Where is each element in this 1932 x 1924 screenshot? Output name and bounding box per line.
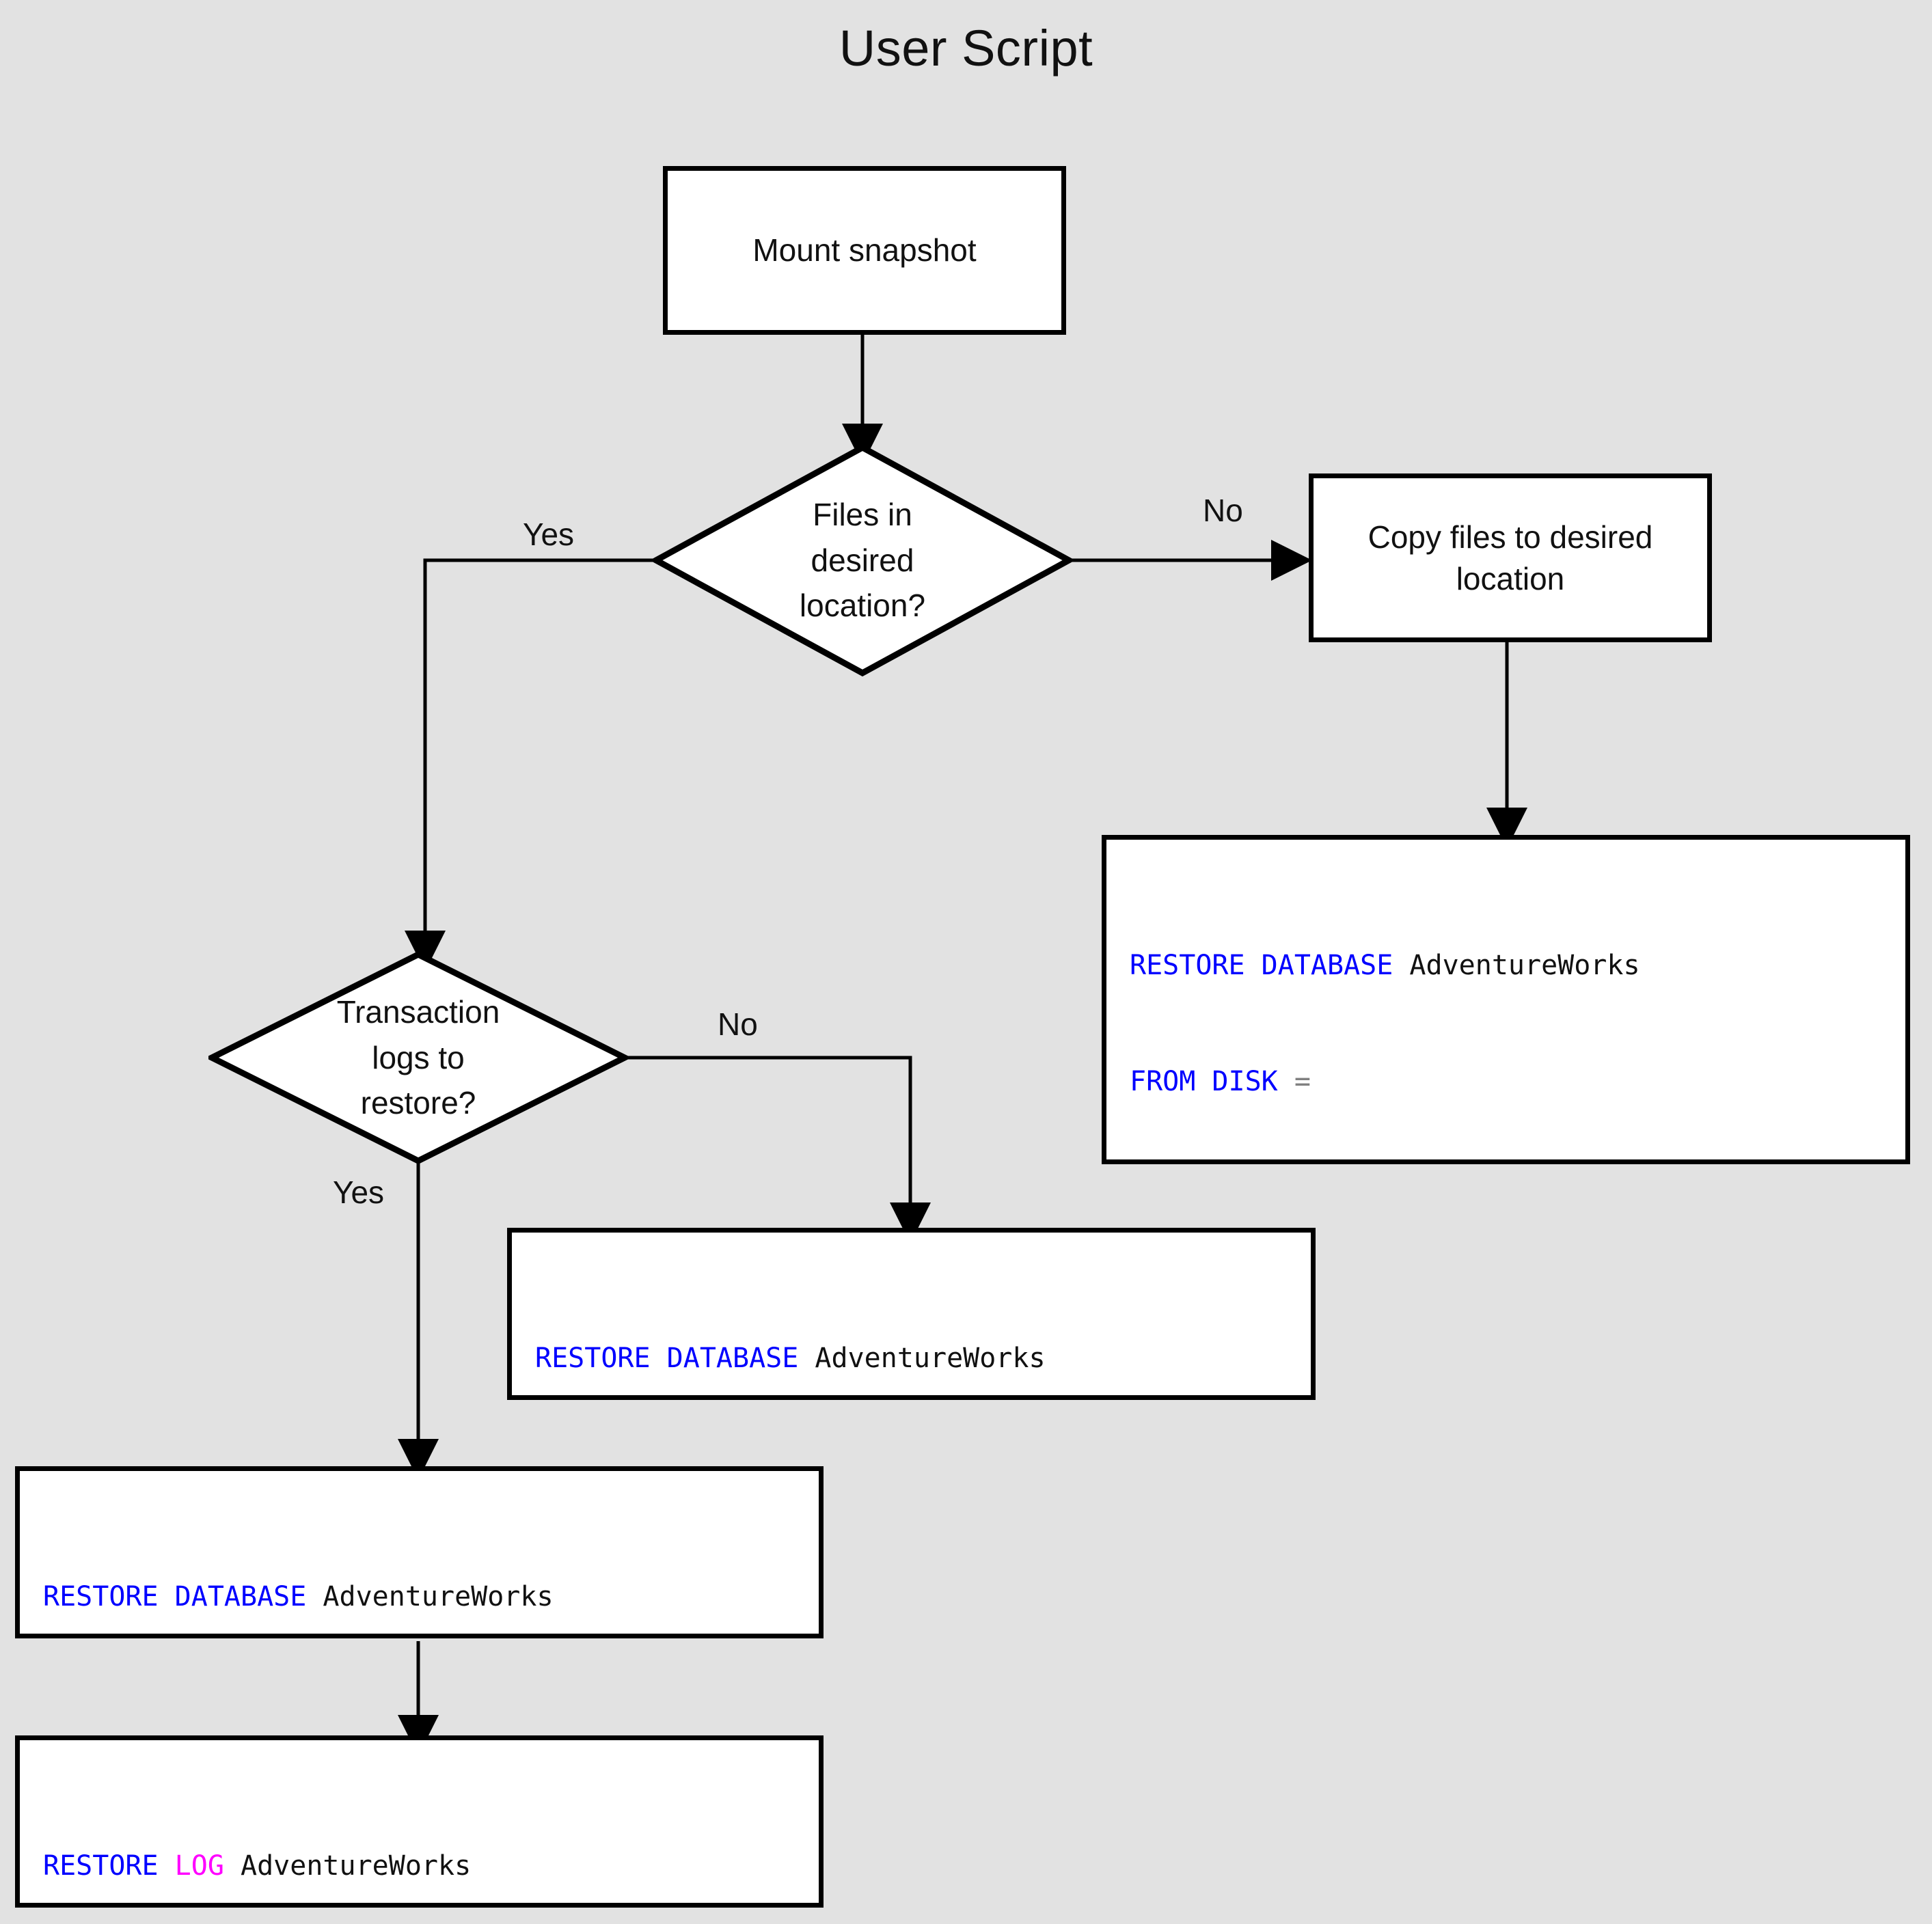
node-copy-files[interactable]: Copy files to desired location — [1309, 473, 1712, 642]
node-mount-snapshot[interactable]: Mount snapshot — [663, 166, 1066, 335]
edge-files-yes-to-logs — [405, 558, 653, 972]
code-restore-norecovery[interactable]: RESTORE DATABASE AdventureWorks FROM DIS… — [15, 1466, 824, 1638]
edge-label-files-yes: Yes — [523, 517, 575, 552]
code-restore-log[interactable]: RESTORE LOG AdventureWorks FROM DISK = '… — [15, 1735, 824, 1908]
edge-label-files-no: No — [1203, 493, 1243, 528]
page-title: User Script — [839, 20, 1093, 77]
code-line: RESTORE DATABASE AdventureWorks — [535, 1342, 1046, 1374]
code-line: RESTORE LOG AdventureWorks — [43, 1850, 472, 1882]
node-mount-snapshot-label: Mount snapshot — [752, 232, 977, 269]
code-restore-with-move[interactable]: RESTORE DATABASE AdventureWorks FROM DIS… — [1102, 835, 1910, 1164]
code-line: RESTORE DATABASE AdventureWorks — [1130, 949, 1640, 981]
edge-label-logs-no: No — [718, 1006, 758, 1042]
code-line: RESTORE DATABASE AdventureWorks — [43, 1580, 554, 1612]
node-files-decision[interactable]: Files in desired location? — [653, 444, 1072, 676]
edge-label-logs-yes: Yes — [333, 1174, 385, 1210]
node-copy-files-label: Copy files to desired location — [1368, 519, 1653, 596]
code-line: FROM DISK = — [1130, 1065, 1311, 1097]
code-restore-metadata-only[interactable]: RESTORE DATABASE AdventureWorks FROM DIS… — [507, 1228, 1316, 1400]
node-logs-decision[interactable]: Transaction logs to restore? — [208, 951, 628, 1164]
